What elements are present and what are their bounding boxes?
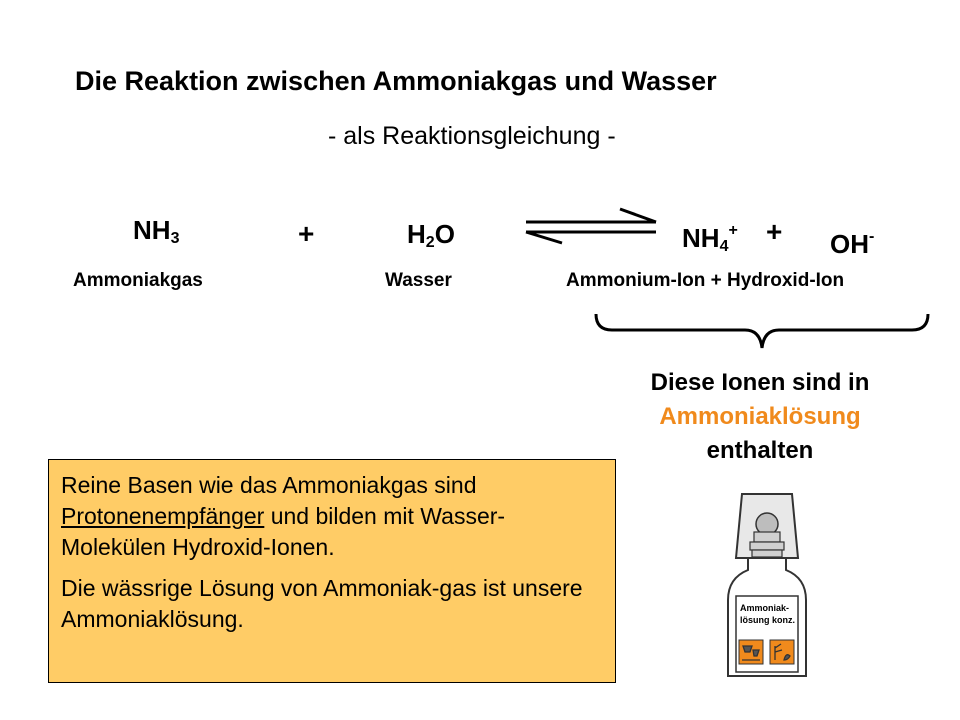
plus-sign-2: +	[766, 216, 783, 247]
name-wasser: Wasser	[385, 270, 452, 291]
formula-oh-main: OH	[830, 229, 869, 259]
environment-hazard-icon	[769, 639, 795, 665]
formula-nh4-main: NH	[682, 223, 720, 253]
name-products: Ammonium-Ion + Hydroxid-Ion	[566, 270, 845, 291]
bottle-label-line1: Ammoniak-	[740, 603, 789, 613]
page-subtitle: - als Reaktionsgleichung -	[328, 122, 616, 150]
info-paragraph-2: Die wässrige Lösung von Ammoniak-gas ist…	[61, 575, 583, 632]
formula-nh3: NH3	[133, 215, 179, 248]
formula-oh-sup: -	[869, 228, 875, 245]
info-p1-underlined: Protonenempfänger	[61, 503, 265, 529]
info-paragraph-1: Reine Basen wie das Ammoniakgas sind Pro…	[61, 470, 601, 563]
name-ammoniakgas: Ammoniakgas	[73, 270, 203, 291]
formula-oh-minus: OH-	[830, 228, 874, 260]
curly-brace-icon	[594, 313, 930, 349]
page-title: Die Reaktion zwischen Ammoniakgas und Wa…	[75, 66, 717, 96]
equilibrium-arrow-icon	[525, 207, 657, 245]
formula-nh4-sup: +	[728, 222, 738, 239]
ions-note-ammoniakloesung: Ammoniaklösung	[659, 403, 861, 430]
formula-h2o-o: O	[434, 219, 455, 249]
ions-note-line3: enthalten	[706, 437, 814, 464]
ammonia-bottle-icon: Ammoniak- lösung konz.	[727, 492, 807, 678]
plus-sign-1: +	[298, 218, 315, 249]
info-box: Reine Basen wie das Ammoniakgas sind Pro…	[48, 459, 616, 683]
info-p1-before: Reine Basen wie das Ammoniakgas sind	[61, 472, 477, 498]
formula-nh3-main: NH	[133, 215, 171, 245]
formula-nh4-plus: NH4+	[682, 222, 738, 256]
formula-h2o-h: H	[407, 219, 426, 249]
formula-h2o: H2O	[407, 219, 455, 252]
formula-h2o-sub: 2	[425, 234, 435, 251]
formula-nh3-sub: 3	[170, 230, 180, 247]
bottle-label-line2: lösung konz.	[740, 615, 795, 625]
ions-note-line1: Diese Ionen sind in	[650, 369, 870, 396]
formula-nh4-sub: 4	[719, 238, 729, 255]
ions-note: Diese Ionen sind in Ammoniaklösung entha…	[590, 366, 930, 468]
info-p1-after: und bilden mit Wasser-Molekülen Hydroxid…	[61, 503, 506, 560]
